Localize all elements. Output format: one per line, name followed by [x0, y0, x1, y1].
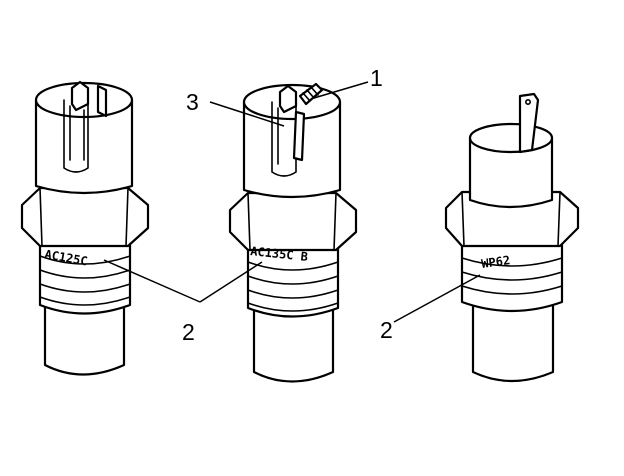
- stamp-right: WP62: [480, 253, 511, 271]
- callout-lines: [103, 81, 481, 323]
- stamp-center: AC135C B: [250, 244, 309, 264]
- callout-label-2-right: 2: [380, 317, 393, 343]
- callout-label-1: 1: [370, 65, 383, 91]
- sensor-center: AC135C B: [228, 82, 358, 383]
- thread-left: [38, 238, 132, 315]
- sensor-left: AC125C: [20, 80, 150, 376]
- sensor-right: WP62: [444, 92, 580, 383]
- pin-terminal: [518, 92, 540, 154]
- callout-label-3: 3: [186, 89, 199, 115]
- thread-right: [460, 242, 564, 313]
- callout-label-2-center: 2: [182, 319, 195, 345]
- spring-terminal: [292, 82, 324, 162]
- thread-center: [246, 244, 340, 318]
